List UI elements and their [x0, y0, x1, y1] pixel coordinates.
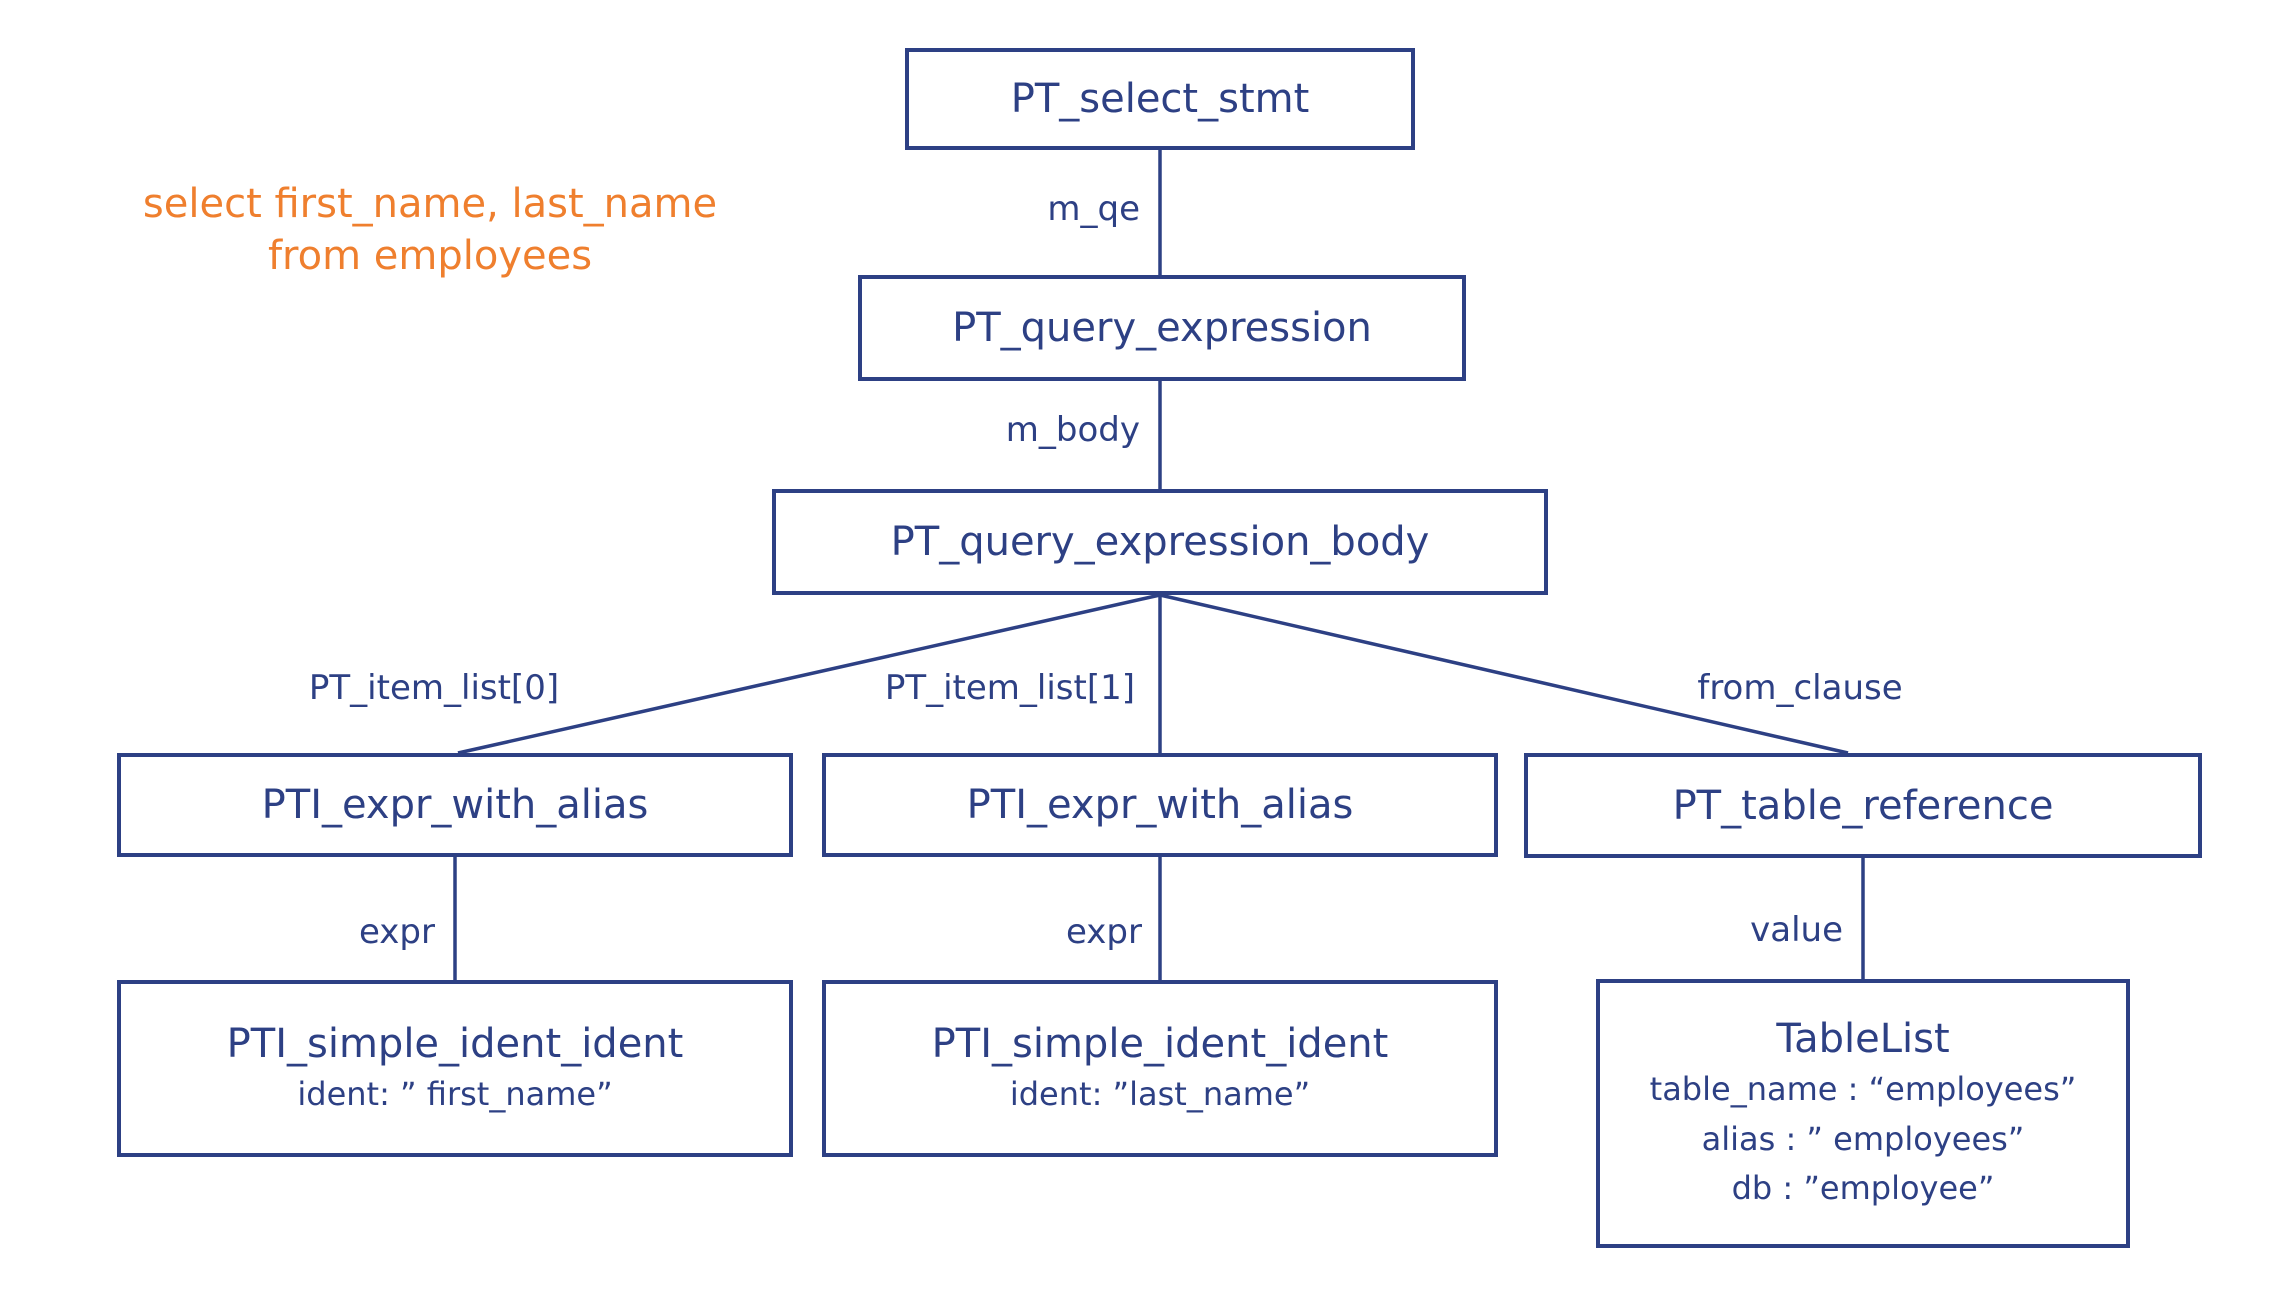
node-pt-table-reference: PT_table_reference: [1524, 753, 2202, 858]
node-pti-expr-with-alias-left-label: PTI_expr_with_alias: [261, 782, 649, 828]
node-pti-simple-ident-mid-detail: ident: ”last_name”: [1009, 1074, 1311, 1113]
node-table-list: TableList table_name : “employees” alias…: [1596, 979, 2130, 1248]
node-pti-simple-ident-left-label: PTI_simple_ident_ident: [226, 1020, 684, 1067]
edge-label-m-qe: m_qe: [1047, 189, 1140, 229]
node-pt-table-reference-label: PT_table_reference: [1672, 782, 2054, 829]
edge-label-value: value: [1750, 910, 1843, 950]
node-table-list-label: TableList: [1776, 1016, 1950, 1063]
node-table-list-detail-alias: alias : ” employees”: [1701, 1119, 2025, 1158]
edge-label-pt-item-list-1: PT_item_list[1]: [884, 668, 1135, 708]
node-pti-simple-ident-mid-label: PTI_simple_ident_ident: [931, 1020, 1389, 1067]
edge-label-pt-item-list-0: PT_item_list[0]: [308, 668, 560, 708]
sql-query-annotation: select first_name, last_name from employ…: [118, 178, 742, 282]
node-pti-simple-ident-mid: PTI_simple_ident_ident ident: ”last_name…: [822, 980, 1498, 1157]
node-pti-simple-ident-left-detail: ident: ” first_name”: [297, 1074, 613, 1113]
edge-label-expr-left: expr: [358, 912, 435, 952]
edge-label-expr-mid: expr: [1065, 912, 1142, 952]
edge-item-list-0-line: [457, 593, 1161, 755]
edge-label-m-body: m_body: [1005, 410, 1140, 450]
node-pt-query-expression: PT_query_expression: [858, 275, 1466, 381]
node-pt-query-expression-body-label: PT_query_expression_body: [890, 519, 1430, 565]
node-pt-query-expression-label: PT_query_expression: [952, 305, 1372, 351]
node-pt-select-stmt-label: PT_select_stmt: [1010, 76, 1310, 122]
node-pti-expr-with-alias-mid-label: PTI_expr_with_alias: [966, 782, 1354, 828]
node-pti-expr-with-alias-left: PTI_expr_with_alias: [117, 753, 793, 857]
edge-label-from-clause: from_clause: [1697, 668, 1903, 708]
sql-query-line-2: from employees: [267, 233, 593, 279]
node-pt-query-expression-body: PT_query_expression_body: [772, 489, 1548, 595]
node-pti-expr-with-alias-mid: PTI_expr_with_alias: [822, 753, 1498, 857]
node-table-list-detail-table-name: table_name : “employees”: [1649, 1070, 2077, 1109]
node-table-list-detail-db: db : ”employee”: [1731, 1169, 1995, 1208]
sql-query-line-1: select first_name, last_name: [142, 181, 718, 227]
edge-from-clause-line: [1159, 593, 1849, 755]
node-pti-simple-ident-left: PTI_simple_ident_ident ident: ” first_na…: [117, 980, 793, 1157]
node-pt-select-stmt: PT_select_stmt: [905, 48, 1415, 150]
